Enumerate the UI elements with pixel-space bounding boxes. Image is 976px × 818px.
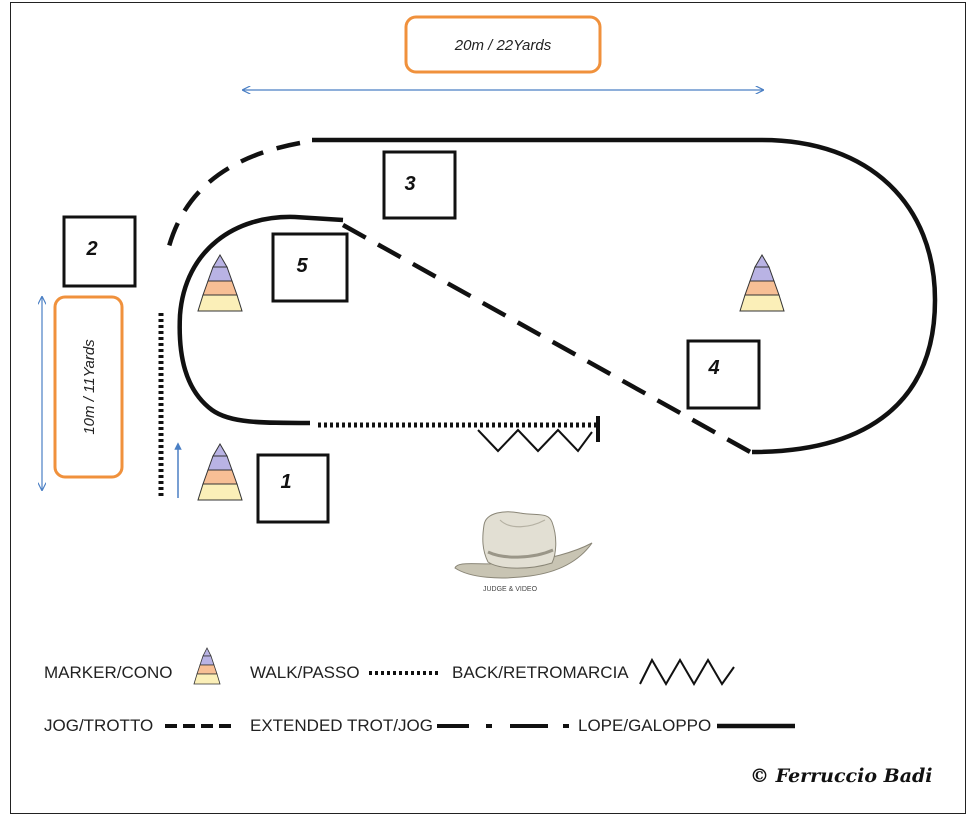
lope-right-curve	[751, 137, 938, 455]
cone-right	[739, 254, 785, 312]
jog-diagonal	[341, 223, 754, 455]
cone-bottom	[197, 443, 243, 501]
width-label-box	[404, 15, 602, 74]
marker-1: 1	[256, 453, 330, 524]
judge-hat-icon	[454, 511, 593, 579]
legend: MARKER/CONO WALK/PASSO BACK/RETROMARCIA …	[44, 647, 795, 735]
marker-1-label: 1	[280, 471, 291, 493]
cone-left	[197, 254, 243, 312]
marker-4: 4	[686, 339, 761, 410]
legend-walk-label: WALK/PASSO	[250, 663, 360, 682]
marker-2-label: 2	[85, 238, 97, 260]
marker-5: 5	[271, 232, 349, 303]
legend-marker-label: MARKER/CONO	[44, 663, 172, 682]
legend-cone-icon	[193, 647, 221, 685]
legend-lope-label: LOPE/GALOPPO	[578, 716, 711, 735]
judge-label: JUDGE & VIDEO	[483, 586, 538, 593]
legend-extended-label: EXTENDED TROT/JOG	[250, 716, 433, 735]
legend-back-label: BACK/RETROMARCIA	[452, 663, 629, 682]
pattern-path	[158, 137, 938, 496]
width-label: 20m / 22Yards	[454, 37, 552, 54]
height-label-box	[53, 295, 124, 479]
height-label: 10m / 11Yards	[81, 339, 98, 435]
jog-upper-left	[165, 140, 301, 251]
legend-jog-label: JOG/TROTTO	[44, 716, 153, 735]
width-dimension: 20m / 22Yards	[243, 15, 763, 90]
marker-3: 3	[382, 150, 457, 220]
lope-inner-circle	[177, 214, 344, 426]
copyright-signature: © Ferruccio Badi	[750, 765, 933, 787]
marker-5-label: 5	[296, 255, 308, 277]
legend-back-zigzag	[639, 657, 735, 686]
height-dimension: 10m / 11Yards	[42, 295, 124, 490]
marker-3-label: 3	[404, 173, 415, 195]
diagram-frame	[10, 2, 966, 814]
marker-4-label: 4	[707, 357, 719, 379]
back-zigzag	[477, 428, 593, 453]
marker-2: 2	[62, 215, 137, 288]
